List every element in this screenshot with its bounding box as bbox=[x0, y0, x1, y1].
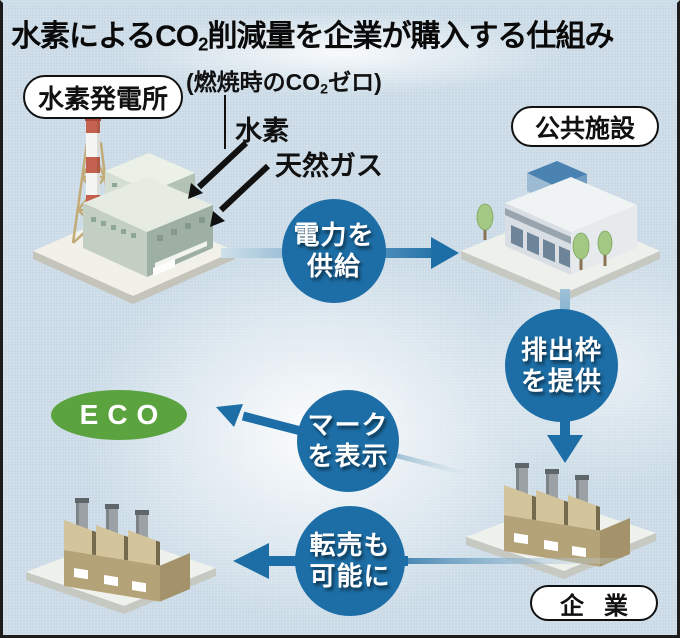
flow-supply-power: 電力を 供給 bbox=[282, 199, 386, 303]
flow-supply-power-line1: 電力を bbox=[293, 220, 375, 251]
eco-mark: ECO bbox=[51, 390, 187, 440]
flow-display-mark: マーク を表示 bbox=[297, 390, 399, 492]
hydrogen-annotation: 水素 bbox=[235, 109, 289, 148]
hydrogen-plant-label: 水素発電所 bbox=[23, 75, 183, 119]
factory-icon bbox=[466, 463, 656, 579]
flow-provide-allowance: 排出枠 を提供 bbox=[505, 309, 618, 422]
co2-note-subscript: 2 bbox=[320, 81, 329, 98]
co2-note-text: (燃焼時のCO bbox=[186, 69, 321, 95]
factory-icon bbox=[26, 498, 216, 614]
company-label-text: 企業 bbox=[560, 592, 648, 620]
flow-resale-line1: 転売も bbox=[309, 530, 391, 561]
flow-display-mark-line1: マーク bbox=[307, 410, 389, 441]
title-text-2: 削減量を企業が購入する仕組み bbox=[207, 20, 614, 53]
company-label: 企業 bbox=[530, 585, 658, 621]
company-factory-illustration bbox=[458, 451, 663, 581]
natural-gas-annotation-text: 天然ガス bbox=[275, 151, 383, 181]
flow-supply-power-line2: 供給 bbox=[306, 251, 361, 281]
hydrogen-plant-illustration bbox=[25, 115, 243, 305]
title-text: 水素によるCO bbox=[11, 20, 199, 53]
flow-resale: 転売も 可能に bbox=[295, 506, 405, 616]
public-facility-illustration bbox=[453, 153, 668, 308]
natural-gas-annotation: 天然ガス bbox=[275, 144, 383, 183]
title-subscript: 2 bbox=[198, 33, 208, 55]
hydrogen-plant-label-text: 水素発電所 bbox=[37, 83, 168, 114]
flow-resale-line2: 可能に bbox=[309, 561, 391, 591]
flow-provide-allowance-line2: を提供 bbox=[520, 365, 602, 396]
co2-zero-note: (燃焼時のCO2ゼロ) bbox=[186, 63, 382, 98]
co2-note-text-2: ゼロ) bbox=[328, 69, 382, 95]
public-facility-icon bbox=[461, 161, 660, 302]
flow-provide-allowance-line1: 排出枠 bbox=[520, 334, 602, 365]
page-title: 水素によるCO2削減量を企業が購入する仕組み bbox=[11, 11, 677, 56]
public-facility-label-text: 公共施設 bbox=[534, 114, 635, 143]
hydrogen-annotation-text: 水素 bbox=[235, 116, 289, 146]
hydrogen-plant-icon bbox=[33, 116, 235, 304]
flow-display-mark-line2: を表示 bbox=[307, 441, 389, 471]
public-facility-label: 公共施設 bbox=[511, 106, 659, 147]
resale-factory-illustration bbox=[18, 486, 223, 616]
eco-mark-text: ECO bbox=[79, 399, 168, 430]
